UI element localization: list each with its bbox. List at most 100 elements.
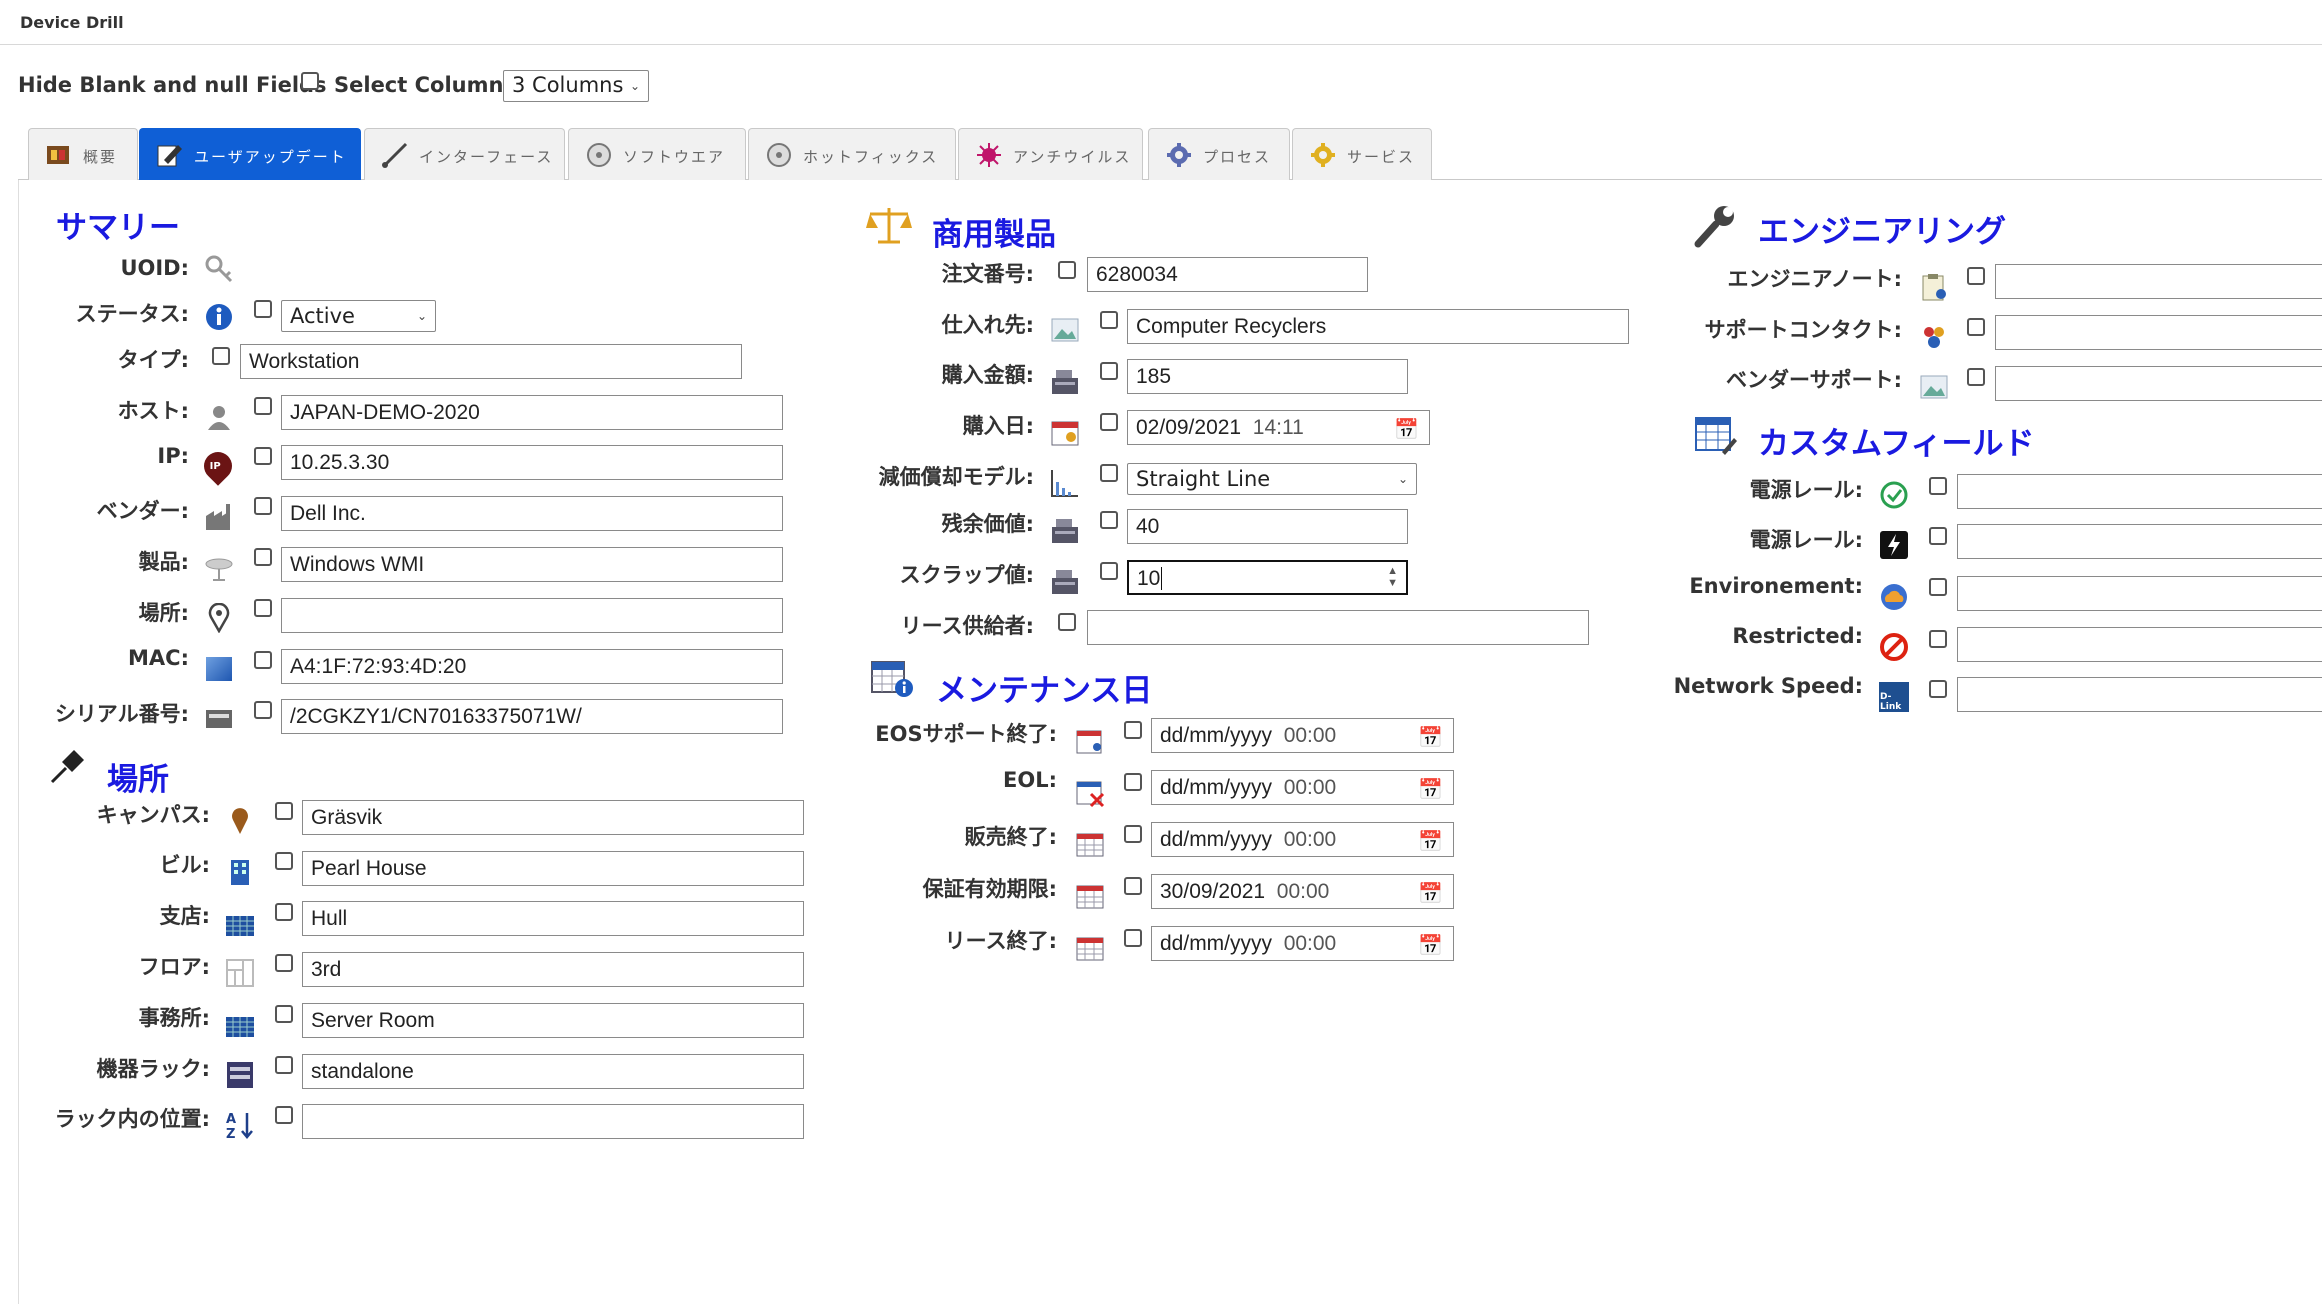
type-input[interactable]: Workstation <box>240 344 742 379</box>
warranty-input[interactable]: 30/09/2021 00:00 📅 <box>1151 874 1454 909</box>
calendar-icon[interactable]: 📅 <box>1418 727 1443 749</box>
mac-checkbox[interactable] <box>254 651 272 669</box>
supplier-input[interactable]: Computer Recyclers <box>1127 309 1629 344</box>
engineer-notes-checkbox[interactable] <box>1967 267 1985 285</box>
spinner-arrows-icon[interactable]: ▲▼ <box>1387 565 1398 589</box>
power-rail-1-checkbox[interactable] <box>1929 477 1947 495</box>
power-rail-2-input[interactable] <box>1957 524 2322 559</box>
status-checkbox[interactable] <box>254 300 272 318</box>
lease-end-input[interactable]: dd/mm/yyyy 00:00 📅 <box>1151 926 1454 961</box>
purchase-date-input[interactable]: 02/09/2021 14:11 📅 <box>1127 410 1430 445</box>
vendor-checkbox[interactable] <box>254 497 272 515</box>
location-input[interactable] <box>281 598 783 633</box>
location-checkbox[interactable] <box>254 599 272 617</box>
price-input[interactable]: 185 <box>1127 359 1408 394</box>
type-checkbox[interactable] <box>212 347 230 365</box>
supplier-checkbox[interactable] <box>1100 311 1118 329</box>
tab-hotfix[interactable]: ホットフィックス <box>748 128 956 180</box>
calendar-icon[interactable]: 📅 <box>1418 779 1443 801</box>
order-checkbox[interactable] <box>1058 261 1076 279</box>
columns-select[interactable]: 3 Columns ⌄ <box>503 70 649 102</box>
environment-input[interactable] <box>1957 576 2322 611</box>
tab-user-update[interactable]: ユーザアップデート <box>139 128 361 180</box>
support-contact-checkbox[interactable] <box>1967 318 1985 336</box>
purchase-date-checkbox[interactable] <box>1100 413 1118 431</box>
eos-checkbox[interactable] <box>1124 721 1142 739</box>
branch-checkbox[interactable] <box>275 903 293 921</box>
power-rail-1-input[interactable] <box>1957 474 2322 509</box>
eol-checkbox[interactable] <box>1124 773 1142 791</box>
vendor-label: ベンダー: <box>96 499 189 523</box>
support-contact-input[interactable] <box>1995 315 2322 350</box>
residual-checkbox[interactable] <box>1100 511 1118 529</box>
product-input[interactable]: Windows WMI <box>281 547 783 582</box>
gear-icon <box>1311 143 1335 167</box>
residual-input[interactable]: 40 <box>1127 509 1408 544</box>
power-rail-2-checkbox[interactable] <box>1929 527 1947 545</box>
calendar-icon[interactable]: 📅 <box>1418 935 1443 957</box>
tab-service[interactable]: サービス <box>1292 128 1432 180</box>
status-select[interactable]: Active ⌄ <box>281 300 436 332</box>
building-checkbox[interactable] <box>275 852 293 870</box>
calendar-star-icon <box>1051 421 1079 446</box>
tab-antivirus[interactable]: アンチウイルス <box>958 128 1143 180</box>
tab-overview[interactable]: 概要 <box>28 128 138 180</box>
pushpin-icon <box>50 750 84 784</box>
office-checkbox[interactable] <box>275 1005 293 1023</box>
depreciation-checkbox[interactable] <box>1100 464 1118 482</box>
depreciation-select[interactable]: Straight Line ⌄ <box>1127 463 1417 495</box>
type-value: Workstation <box>249 350 360 373</box>
warranty-label: 保証有効期限: <box>922 877 1057 901</box>
environment-checkbox[interactable] <box>1929 578 1947 596</box>
calendar-icon[interactable]: 📅 <box>1418 831 1443 853</box>
lease-supplier-checkbox[interactable] <box>1058 613 1076 631</box>
rack-checkbox[interactable] <box>275 1056 293 1074</box>
eos-input[interactable]: dd/mm/yyyy 00:00 📅 <box>1151 718 1454 753</box>
floor-label: フロア: <box>138 955 210 979</box>
lease-end-checkbox[interactable] <box>1124 929 1142 947</box>
restricted-checkbox[interactable] <box>1929 630 1947 648</box>
engineer-notes-input[interactable] <box>1995 264 2322 299</box>
order-input[interactable]: 6280034 <box>1087 257 1368 292</box>
campus-input[interactable]: Gräsvik <box>302 800 804 835</box>
host-input[interactable]: JAPAN-DEMO-2020 <box>281 395 783 430</box>
office-input[interactable]: Server Room <box>302 1003 804 1038</box>
network-speed-checkbox[interactable] <box>1929 680 1947 698</box>
end-of-sale-input[interactable]: dd/mm/yyyy 00:00 📅 <box>1151 822 1454 857</box>
eol-input[interactable]: dd/mm/yyyy 00:00 📅 <box>1151 770 1454 805</box>
serial-input[interactable]: /2CGKZY1/CN70163375071W/ <box>281 699 783 734</box>
serial-checkbox[interactable] <box>254 701 272 719</box>
mac-value: A4:1F:72:93:4D:20 <box>290 655 467 678</box>
tab-interface[interactable]: インターフェース <box>364 128 565 180</box>
ip-checkbox[interactable] <box>254 447 272 465</box>
price-checkbox[interactable] <box>1100 362 1118 380</box>
tab-process[interactable]: プロセス <box>1148 128 1290 180</box>
building-input[interactable]: Pearl House <box>302 851 804 886</box>
end-of-sale-checkbox[interactable] <box>1124 825 1142 843</box>
floor-checkbox[interactable] <box>275 954 293 972</box>
floor-input[interactable]: 3rd <box>302 952 804 987</box>
calendar-icon[interactable]: 📅 <box>1394 419 1419 441</box>
warranty-checkbox[interactable] <box>1124 877 1142 895</box>
ip-input[interactable]: 10.25.3.30 <box>281 445 783 480</box>
host-checkbox[interactable] <box>254 397 272 415</box>
lease-end-label: リース終了: <box>944 929 1057 953</box>
rack-position-checkbox[interactable] <box>275 1106 293 1124</box>
mac-input[interactable]: A4:1F:72:93:4D:20 <box>281 649 783 684</box>
lease-supplier-input[interactable] <box>1087 610 1589 645</box>
restricted-input[interactable] <box>1957 627 2322 662</box>
campus-checkbox[interactable] <box>275 802 293 820</box>
tab-software[interactable]: ソフトウエア <box>568 128 746 180</box>
vendor-support-checkbox[interactable] <box>1967 368 1985 386</box>
vendor-support-input[interactable] <box>1995 366 2322 401</box>
network-speed-input[interactable] <box>1957 677 2322 712</box>
calendar-icon[interactable]: 📅 <box>1418 883 1443 905</box>
scrap-checkbox[interactable] <box>1100 562 1118 580</box>
scrap-input[interactable]: 10 ▲▼ <box>1127 560 1408 595</box>
product-checkbox[interactable] <box>254 548 272 566</box>
rack-position-input[interactable] <box>302 1104 804 1139</box>
hide-blank-checkbox[interactable] <box>301 72 319 90</box>
vendor-input[interactable]: Dell Inc. <box>281 496 783 531</box>
branch-input[interactable]: Hull <box>302 901 804 936</box>
rack-input[interactable]: standalone <box>302 1054 804 1089</box>
